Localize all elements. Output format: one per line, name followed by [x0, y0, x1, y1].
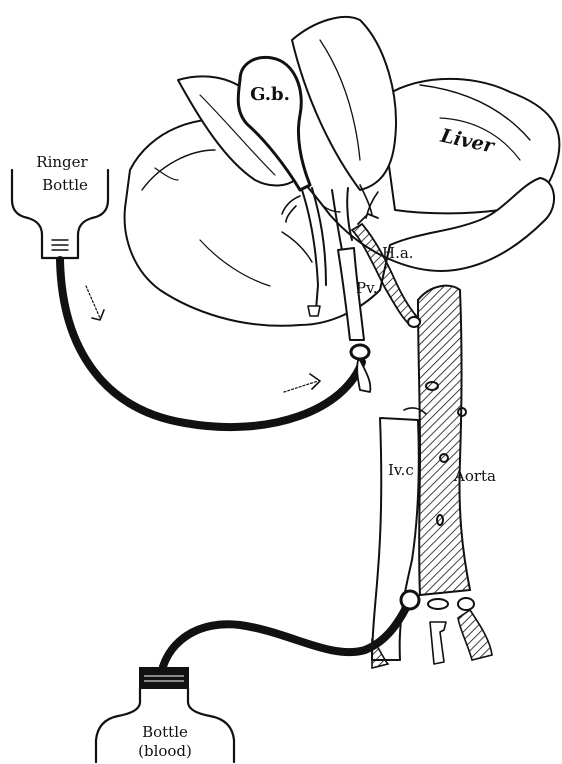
blood-bottle: Bottle (blood)	[96, 668, 234, 762]
portal-vein-label: Pv.	[356, 279, 378, 297]
ringer-bottle: Ringer Bottle	[12, 153, 108, 258]
ivc-label: Iv.c	[388, 461, 414, 479]
flow-arrow-ringer-descending	[86, 286, 104, 320]
blood-bottle-label-line1: Bottle	[142, 723, 188, 741]
hepatic-artery-label: H.a.	[382, 244, 414, 262]
flow-arrow-ringer-ascending	[284, 374, 320, 392]
blood-bottle-label-line2: (blood)	[138, 742, 192, 760]
blood-tube-connector	[401, 591, 419, 609]
aorta-label: Aorta	[453, 467, 496, 485]
gallbladder-label: G.b.	[250, 84, 290, 105]
ringer-bottle-label-line2: Bottle	[42, 176, 88, 194]
ringer-bottle-label-line1: Ringer	[36, 153, 88, 171]
